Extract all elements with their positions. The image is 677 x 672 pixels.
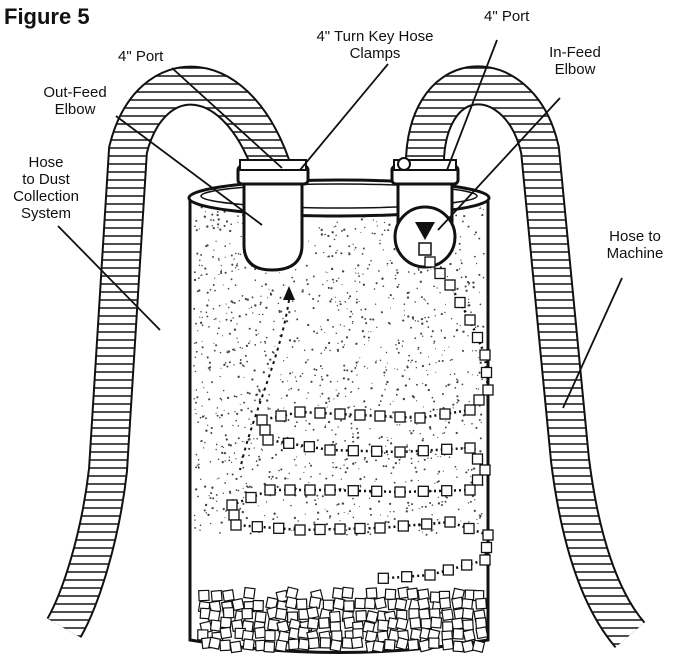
leader-clamps bbox=[300, 64, 388, 170]
label-outfeed: Out-Feed Elbow bbox=[30, 84, 120, 118]
figure-title: Figure 5 bbox=[4, 4, 90, 30]
clamp-key bbox=[398, 158, 410, 170]
in-feed-elbow bbox=[392, 158, 458, 267]
label-hose-dust: Hose to Dust Collection System bbox=[4, 154, 88, 222]
label-port-left: 4" Port bbox=[118, 48, 163, 65]
label-hose-machine: Hose to Machine bbox=[596, 228, 674, 262]
label-port-right: 4" Port bbox=[484, 8, 529, 25]
label-infeed: In-Feed Elbow bbox=[540, 44, 610, 78]
left-hose-clamp bbox=[240, 160, 306, 170]
label-clamps: 4" Turn Key Hose Clamps bbox=[290, 28, 460, 62]
